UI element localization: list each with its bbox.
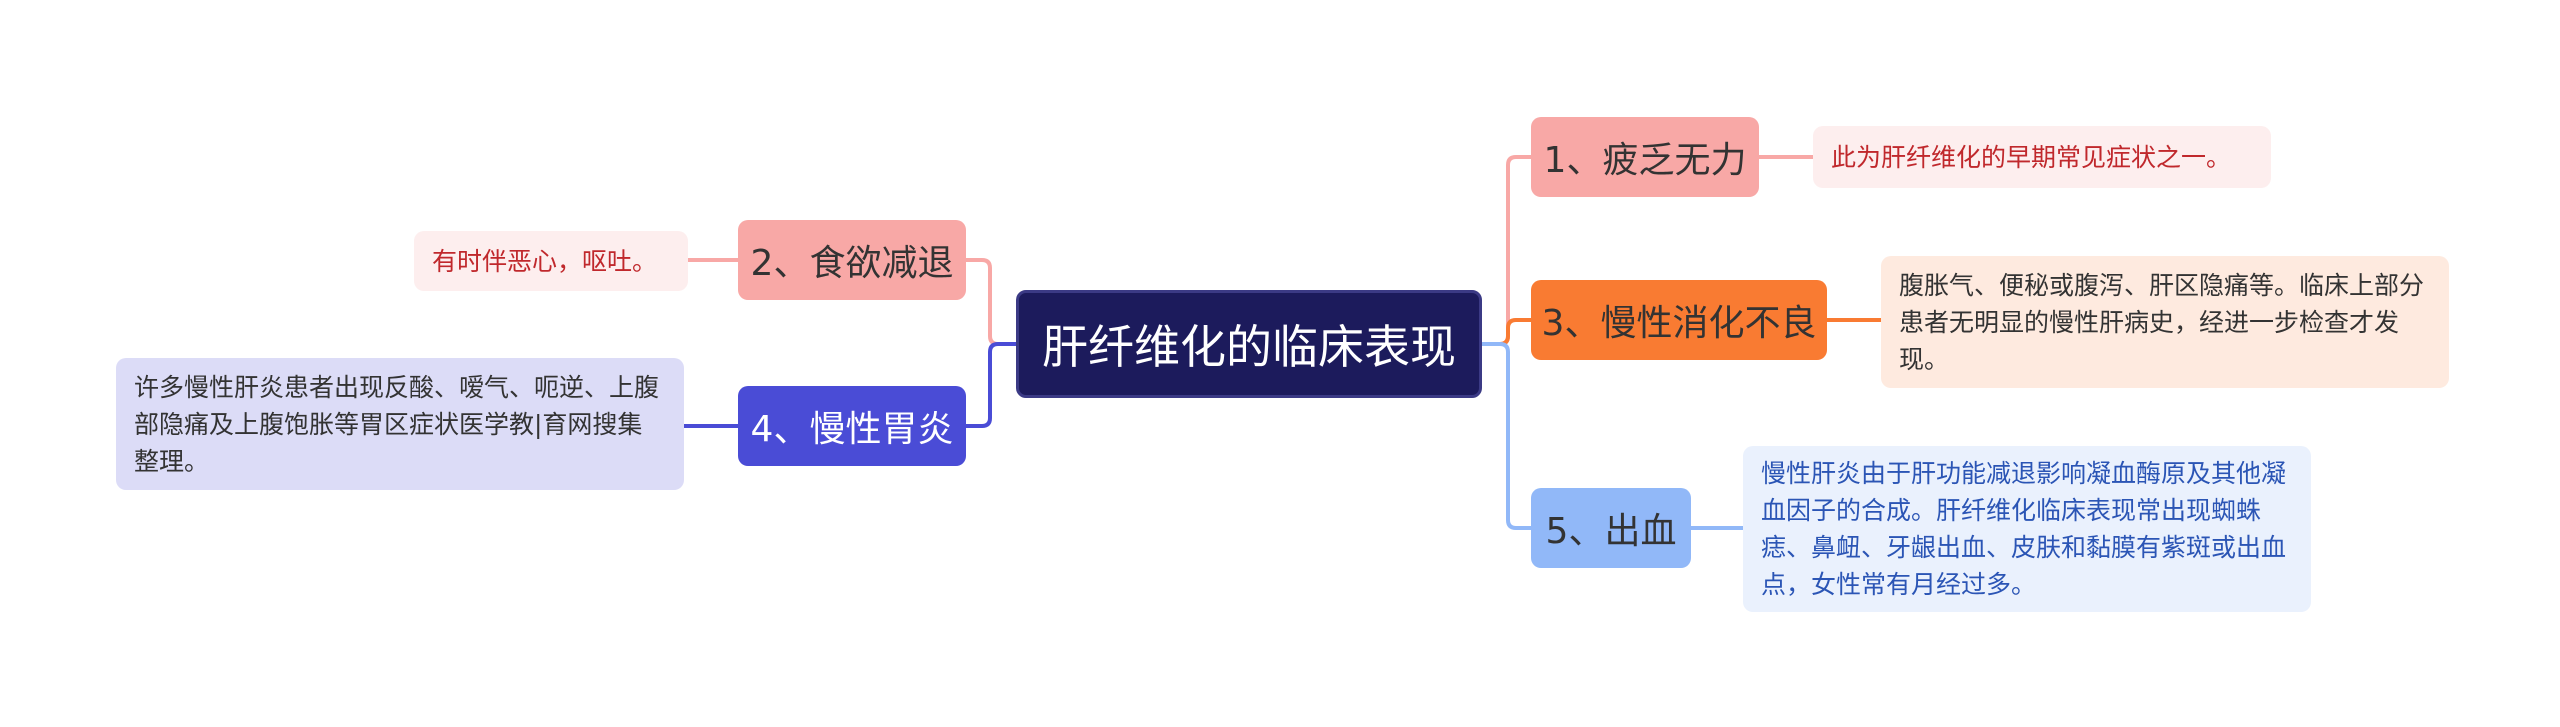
connector-root-b1 <box>1482 155 1531 346</box>
branch-chronic-gastritis-label: 4、慢性胃炎 <box>750 409 954 450</box>
note-chronic-indigestion[interactable]: 腹胀气、便秘或腹泻、肝区隐痛等。临床上部分患者无明显的慢性肝病史，经进一步检查才… <box>1881 256 2449 388</box>
branch-fatigue-label: 1、疲乏无力 <box>1543 140 1747 181</box>
note-bleeding[interactable]: 慢性肝炎由于肝功能减退影响凝血酶原及其他凝血因子的合成。肝纤维化临床表现常出现蜘… <box>1743 446 2311 612</box>
connector-root-b4 <box>966 342 1016 428</box>
note-bleeding-text: 慢性肝炎由于肝功能减退影响凝血酶原及其他凝血因子的合成。肝纤维化临床表现常出现蜘… <box>1761 459 2287 599</box>
branch-appetite-loss[interactable]: 2、食欲减退 <box>738 220 966 300</box>
note-appetite-loss[interactable]: 有时伴恶心，呕吐。 <box>414 231 688 291</box>
connector-root-b5 <box>1482 342 1531 530</box>
note-chronic-gastritis-text: 许多慢性肝炎患者出现反酸、嗳气、呃逆、上腹部隐痛及上腹饱胀等胃区症状医学教|育网… <box>134 372 660 476</box>
branch-appetite-loss-label: 2、食欲减退 <box>750 243 954 284</box>
branch-chronic-gastritis[interactable]: 4、慢性胃炎 <box>738 386 966 466</box>
note-chronic-indigestion-text: 腹胀气、便秘或腹泻、肝区隐痛等。临床上部分患者无明显的慢性肝病史，经进一步检查才… <box>1899 270 2425 374</box>
branch-bleeding[interactable]: 5、出血 <box>1531 488 1691 568</box>
branch-bleeding-label: 5、出血 <box>1545 511 1677 552</box>
note-fatigue-text: 此为肝纤维化的早期常见症状之一。 <box>1831 142 2232 172</box>
branch-fatigue[interactable]: 1、疲乏无力 <box>1531 117 1759 197</box>
note-appetite-loss-text: 有时伴恶心，呕吐。 <box>432 246 658 276</box>
branch-chronic-indigestion[interactable]: 3、慢性消化不良 <box>1531 280 1827 360</box>
root-topic-label: 肝纤维化的临床表现 <box>1042 320 1456 374</box>
note-chronic-gastritis[interactable]: 许多慢性肝炎患者出现反酸、嗳气、呃逆、上腹部隐痛及上腹饱胀等胃区症状医学教|育网… <box>116 358 684 490</box>
note-fatigue[interactable]: 此为肝纤维化的早期常见症状之一。 <box>1813 126 2271 188</box>
branch-chronic-indigestion-label: 3、慢性消化不良 <box>1541 303 1817 344</box>
root-topic[interactable]: 肝纤维化的临床表现 <box>1016 290 1482 398</box>
connector-root-b2 <box>966 258 1016 346</box>
